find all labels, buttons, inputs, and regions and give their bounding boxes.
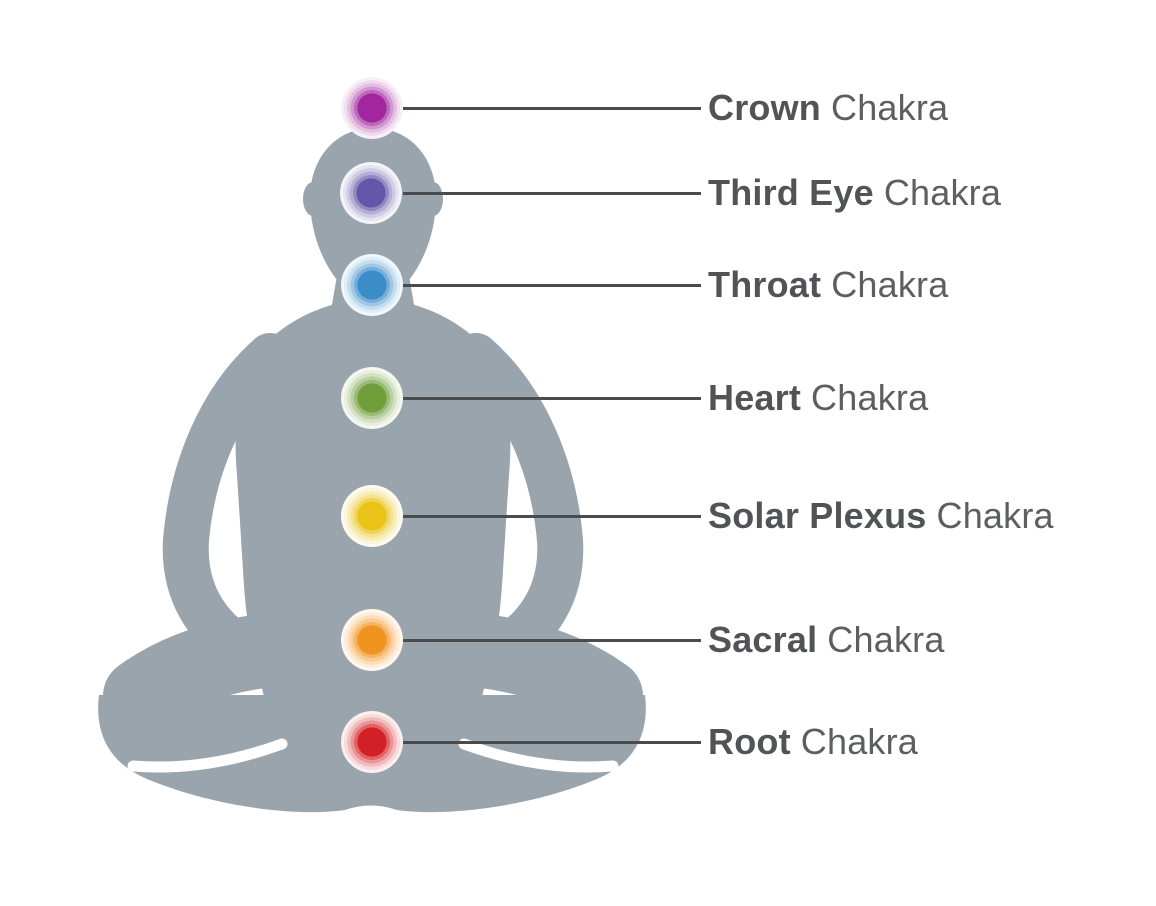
root-connector-line bbox=[403, 740, 701, 744]
heart-connector-line bbox=[403, 396, 701, 400]
chakra-name: Heart bbox=[708, 377, 802, 418]
chakra-word: Chakra bbox=[883, 172, 1002, 213]
body-silhouette bbox=[98, 128, 646, 813]
chakra-word: Chakra bbox=[936, 495, 1054, 536]
throat-connector-line bbox=[403, 283, 701, 287]
left-leg-fold-gap bbox=[127, 738, 288, 773]
right-thigh bbox=[409, 611, 643, 733]
leg-fold-gaps bbox=[127, 738, 619, 773]
throat-chakra-dot bbox=[341, 254, 403, 316]
left-arm bbox=[162, 333, 293, 678]
solar-plexus-chakra-dot bbox=[341, 485, 403, 547]
right-leg-fold-gap bbox=[458, 738, 619, 773]
chakra-name: Throat bbox=[708, 264, 822, 305]
chakra-name: Crown bbox=[708, 87, 821, 128]
chakra-name: Third Eye bbox=[708, 172, 874, 213]
chakra-name: Sacral bbox=[708, 619, 818, 660]
chakra-name: Solar Plexus bbox=[708, 495, 927, 536]
sacral-connector-line bbox=[403, 638, 701, 642]
crown-chakra-dot bbox=[341, 77, 403, 139]
root-chakra-dot bbox=[341, 711, 403, 773]
chakra-name: Root bbox=[708, 721, 791, 762]
chakra-word: Chakra bbox=[811, 377, 929, 418]
right-arm bbox=[453, 333, 584, 678]
third-eye-connector-line bbox=[403, 191, 701, 195]
solar-plexus-connector-line bbox=[403, 514, 701, 518]
left-thigh bbox=[103, 611, 337, 733]
crown-connector-line bbox=[403, 106, 701, 110]
chakra-word: Chakra bbox=[831, 264, 949, 305]
chakra-word: Chakra bbox=[800, 721, 919, 762]
chakra-word: Chakra bbox=[827, 619, 945, 660]
sacral-chakra-dot bbox=[341, 609, 403, 671]
heart-chakra-dot bbox=[341, 367, 403, 429]
chakra-word: Chakra bbox=[831, 87, 949, 128]
third-eye-chakra-dot bbox=[340, 162, 402, 224]
